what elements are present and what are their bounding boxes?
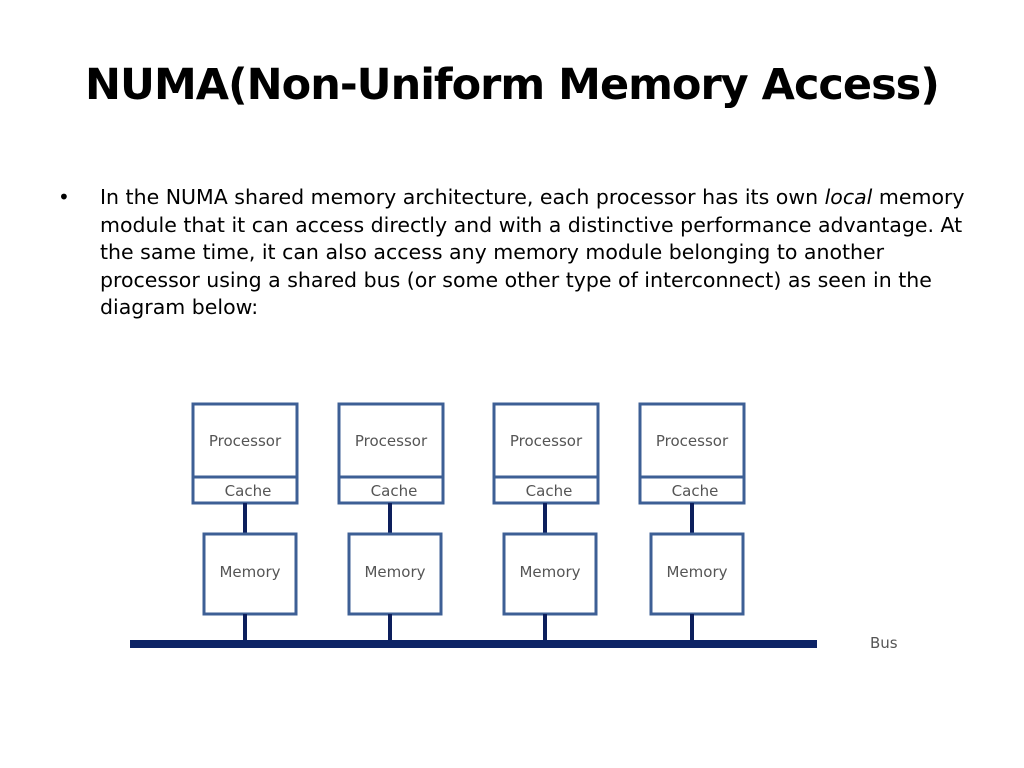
memory-label: Memory bbox=[666, 563, 727, 581]
processor-label: Processor bbox=[355, 432, 428, 450]
bus-label: Bus bbox=[870, 634, 898, 652]
memory-label: Memory bbox=[364, 563, 425, 581]
bullet-marker: • bbox=[58, 185, 70, 209]
processor-box bbox=[191, 402, 299, 505]
cache-label: Cache bbox=[371, 482, 418, 500]
processor-box bbox=[337, 402, 445, 505]
diagram-nodes: ProcessorCacheMemoryProcessorCacheMemory… bbox=[191, 402, 746, 640]
bullet-item: • In the NUMA shared memory architecture… bbox=[58, 184, 978, 322]
processor-box bbox=[492, 402, 600, 505]
memory-box bbox=[347, 532, 443, 616]
bus-line bbox=[130, 640, 817, 648]
slide-title: NUMA(Non-Uniform Memory Access) bbox=[85, 60, 940, 110]
cache-label: Cache bbox=[672, 482, 719, 500]
bullet-text-italic: local bbox=[824, 185, 873, 209]
memory-box bbox=[649, 532, 745, 616]
memory-box bbox=[202, 532, 298, 616]
cache-label: Cache bbox=[225, 482, 272, 500]
memory-box bbox=[502, 532, 598, 616]
bullet-list: • In the NUMA shared memory architecture… bbox=[58, 184, 978, 322]
bullet-text-before: In the NUMA shared memory architecture, … bbox=[100, 185, 825, 209]
processor-label: Processor bbox=[209, 432, 282, 450]
processor-label: Processor bbox=[510, 432, 583, 450]
processor-label: Processor bbox=[656, 432, 729, 450]
memory-label: Memory bbox=[519, 563, 580, 581]
memory-label: Memory bbox=[219, 563, 280, 581]
processor-box bbox=[638, 402, 746, 505]
bullet-text-after: memory module that it can access directl… bbox=[100, 185, 965, 319]
cache-label: Cache bbox=[526, 482, 573, 500]
bullet-text: In the NUMA shared memory architecture, … bbox=[100, 185, 965, 319]
